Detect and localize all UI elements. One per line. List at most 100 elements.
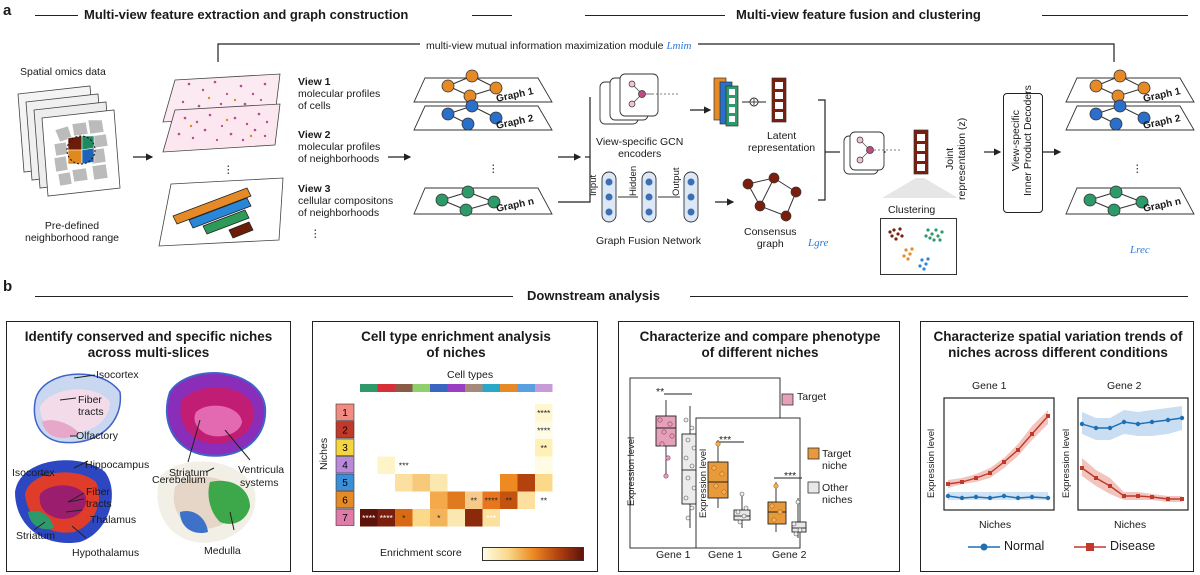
clustering-funnel	[882, 178, 958, 198]
latent-representation-icon	[713, 77, 787, 127]
trend-charts	[943, 397, 1189, 511]
niche-id: 4	[342, 461, 348, 472]
panel-phenotype-title: Characterize and compare phenotype of di…	[620, 329, 900, 361]
cell-type-swatch	[535, 384, 553, 392]
heatmap-cell	[500, 491, 518, 509]
label-striatum-bottom: Striatum	[16, 530, 56, 542]
legend-target-1: Target	[822, 448, 852, 460]
view-2-line-2: of neighborhoods	[298, 153, 380, 165]
significance-mark: *	[402, 513, 406, 523]
graph-stack	[413, 69, 553, 217]
view-2-line-1: molecular profiles	[298, 141, 381, 153]
heatmap-cell	[465, 491, 483, 509]
significance-mark: **	[505, 496, 512, 506]
legend-other-1: Other	[822, 482, 849, 494]
predefined-line-2: neighborhood range	[25, 232, 119, 244]
panel-enrichment-title: Cell type enrichment analysis of niches	[314, 329, 598, 361]
gcn-encoder-icons	[599, 73, 678, 125]
trend-legend-markers	[968, 543, 1106, 551]
fusion-input-label: Input	[588, 174, 599, 196]
heatmap-cell	[535, 456, 553, 474]
trend-xlabel-2: Niches	[1114, 519, 1147, 531]
heatmap-cell	[465, 509, 483, 527]
cell-type-swatch	[377, 384, 395, 392]
heatmap-cell	[535, 439, 553, 457]
niche-swatch	[335, 456, 355, 474]
latent-label: Latent representation	[748, 130, 815, 154]
view-3-line-2: of neighborhoods	[298, 207, 380, 219]
enrichment-colorbar	[482, 547, 584, 561]
heatmap-cell	[412, 474, 430, 492]
mim-loss: Lmim	[666, 40, 692, 52]
predefined-label: Pre-defined neighborhood range	[25, 220, 119, 244]
heatmap-cell	[430, 474, 448, 492]
significance-mark: ****	[380, 513, 394, 523]
divider	[1042, 15, 1188, 17]
title-line-1: Characterize spatial variation trends of	[933, 329, 1183, 344]
gcn-label: View-specific GCN encoders	[596, 136, 683, 160]
view-layers	[158, 73, 284, 247]
trend-xlabel-1: Niches	[979, 519, 1012, 531]
heatmap-cell	[377, 456, 395, 474]
panel-trends-title: Characterize spatial variation trends of…	[922, 329, 1194, 361]
niche-swatch	[335, 491, 355, 509]
consensus-line-1: Consensus	[744, 226, 797, 238]
cell-type-swatch	[395, 384, 413, 392]
niche-swatch	[335, 473, 355, 491]
significance-mark: **	[540, 496, 547, 506]
graph-fusion-network-icon	[601, 171, 699, 223]
significance-mark: ***	[486, 513, 497, 523]
view-1-line-1: molecular profiles	[298, 88, 381, 100]
sig-back: **	[656, 386, 665, 398]
back-legend-1: Target	[797, 391, 827, 403]
divider	[690, 296, 1188, 298]
cell-type-swatch	[360, 384, 378, 392]
heatmap-cell	[517, 491, 535, 509]
niche-swatch	[335, 421, 355, 439]
decoder-line-2: Inner Product Decoders	[1022, 85, 1034, 196]
clustering-scatter	[880, 218, 957, 275]
niche-swatch	[335, 403, 355, 421]
sig-gene1: ***	[719, 434, 732, 446]
label-fiber-top-2: tracts	[78, 406, 104, 418]
ellipsis: ⋮	[488, 163, 499, 175]
gre-loss: Lgre	[808, 237, 829, 249]
title-line-2: of different niches	[701, 345, 819, 360]
cell-types-label: Cell types	[447, 369, 494, 381]
ellipsis: ⋮	[1132, 163, 1143, 175]
front-ylabel: Expression level	[698, 448, 709, 518]
heatmap-cell	[395, 509, 413, 527]
panel-b-letter: b	[3, 278, 13, 295]
latent-line-2: representation	[748, 142, 816, 154]
divider	[585, 15, 725, 17]
ellipsis: ⋮	[310, 228, 321, 240]
decoder-box	[1003, 93, 1043, 213]
panel-niches-title: Identify conserved and specific niches a…	[8, 329, 289, 361]
downstream-title: Downstream analysis	[527, 288, 660, 303]
label-medulla: Medulla	[204, 545, 241, 557]
view-3-title: View 3	[298, 183, 331, 195]
significance-mark: **	[540, 443, 547, 453]
niche-id: 7	[342, 513, 348, 524]
niche-id: 3	[342, 443, 348, 454]
consensus-label: Consensus graph	[744, 226, 797, 250]
gcn-line-1: View-specific GCN	[596, 136, 684, 148]
cell-type-swatch	[482, 384, 500, 392]
label-olfactory: Olfactory	[76, 430, 119, 442]
label-cerebellum: Cerebellum	[152, 474, 206, 486]
niche-id: 6	[342, 496, 348, 507]
significance-mark: ****	[362, 513, 376, 523]
heatmap-cell	[535, 404, 553, 422]
label-fiber-bottom-1: Fiber	[86, 486, 110, 498]
predefined-line-1: Pre-defined	[44, 220, 100, 232]
panel-a-letter: a	[3, 2, 12, 19]
back-gene-label: Gene 1	[656, 549, 691, 561]
joint-encoder-icon	[843, 129, 929, 175]
legend-normal: Normal	[1004, 539, 1045, 553]
label-fiber-top-1: Fiber	[78, 394, 102, 406]
legend-disease: Disease	[1110, 539, 1156, 553]
niche-swatch	[335, 508, 355, 526]
significance-mark: ****	[537, 408, 551, 418]
gene1-label: Gene 1	[708, 549, 743, 561]
label-striatum-top: Striatum	[169, 467, 209, 479]
